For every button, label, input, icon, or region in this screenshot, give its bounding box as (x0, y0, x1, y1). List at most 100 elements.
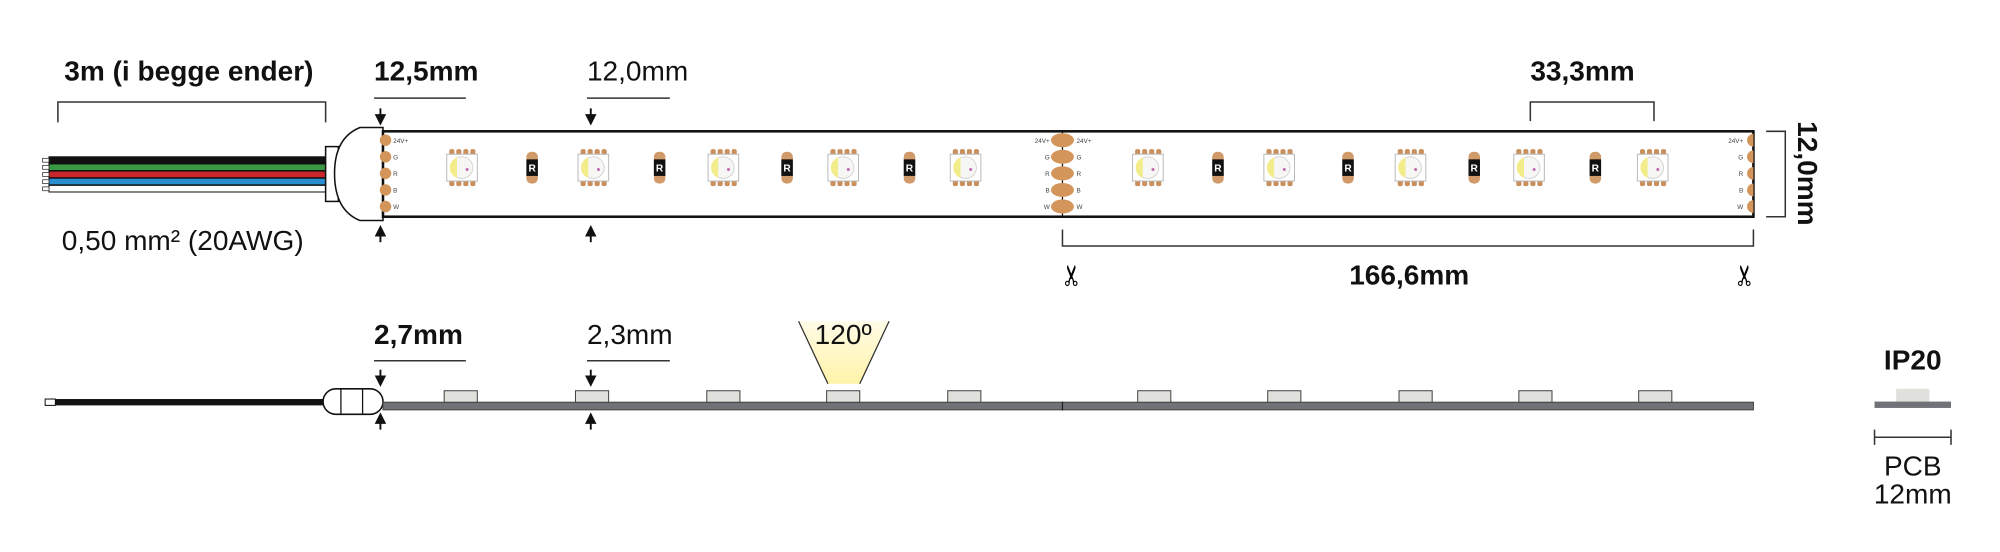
pcb-width-label: 12mm (1874, 479, 1952, 510)
cable-wires (42, 156, 327, 193)
leds-side (443, 390, 1673, 403)
resistor: R (526, 151, 538, 184)
resistor-label: R (1471, 163, 1479, 174)
wire (48, 156, 327, 164)
resistor-label: R (1592, 163, 1600, 174)
led-rgb-die (1282, 168, 1286, 172)
led-height-label: 2,3mm (587, 319, 673, 350)
solder-pad (1050, 166, 1074, 181)
resistor-band (1212, 159, 1224, 176)
side-connector (322, 388, 384, 416)
led-pitch-bracket (1529, 101, 1655, 122)
led-side (574, 390, 610, 403)
led-side (443, 390, 478, 403)
dimension-arrows-top (374, 108, 597, 243)
led-warm-die (711, 157, 719, 178)
resistor-band (1468, 159, 1480, 176)
strip-width-label: 12,0mm (1792, 121, 1823, 225)
cable-spec-label: 0,50 mm² (20AWG) (62, 225, 304, 256)
pad-label: R (393, 171, 398, 178)
beam-edge (798, 320, 829, 384)
solder-pad (379, 134, 392, 146)
led-warm-die (1266, 157, 1275, 178)
led-side (826, 390, 861, 403)
ip-rating-label: IP20 (1884, 345, 1942, 376)
pad-label: G (1738, 154, 1743, 161)
led-rgb-die (1656, 168, 1660, 172)
cross-section-led (1896, 388, 1930, 402)
solder-pad (1050, 149, 1074, 164)
edge-margin-label: 12,5mm (374, 55, 478, 86)
pad-label: W (1737, 204, 1743, 211)
led-side (1137, 390, 1172, 403)
resistor: R (1589, 151, 1602, 184)
solder-pad (1050, 199, 1074, 214)
resistor-band (781, 159, 793, 176)
led-width-label: 12,0mm (587, 55, 688, 86)
led-side (1267, 390, 1302, 403)
led-pitch-label: 33,3mm (1530, 55, 1634, 86)
led-warm-die (1398, 157, 1406, 178)
pad-label: W (1044, 204, 1050, 211)
resistor-band (653, 159, 666, 176)
strip-height-label: 2,7mm (374, 319, 463, 350)
resistor-label: R (906, 163, 914, 174)
pad-label: R (1076, 171, 1081, 178)
led-side (947, 390, 982, 403)
led-rgb-die (969, 168, 973, 172)
led-chip (577, 149, 610, 187)
wire-pin (42, 186, 50, 192)
resistor-label: R (1344, 163, 1352, 174)
dimension-arrows-side (374, 369, 597, 430)
pad-label: B (1045, 187, 1049, 194)
pad-label: B (1739, 187, 1743, 194)
wire-pin (42, 172, 50, 177)
led-warm-die (1516, 157, 1524, 178)
beam-angle-label: 120º (815, 319, 872, 350)
connector-cap (333, 126, 384, 222)
resistor-label: R (1214, 163, 1222, 174)
strip-width-bracket (1766, 130, 1787, 218)
resistor-band (1589, 159, 1602, 176)
pad-label: R (1045, 171, 1050, 178)
cut-length-label: 166,6mm (1349, 259, 1469, 290)
wire (48, 184, 327, 193)
led-warm-die (1640, 157, 1648, 178)
led-chip (707, 149, 740, 187)
side-pcb (382, 401, 1754, 411)
wire-pin (42, 157, 50, 163)
resistor: R (1468, 151, 1480, 184)
led-side (1638, 390, 1673, 403)
pad-label: R (1739, 171, 1744, 178)
led-chip (1513, 149, 1545, 187)
led-rgb-die (846, 168, 850, 172)
led-rgb-die (465, 168, 469, 172)
solder-pad (1050, 133, 1074, 148)
beam-edge (859, 320, 890, 384)
solder-pad (379, 151, 392, 163)
led-warm-die (449, 157, 457, 178)
pcb-label: PCB (1884, 451, 1942, 482)
led-side (1518, 390, 1553, 403)
cross-section-pcb (1874, 401, 1952, 408)
led-chip (827, 149, 860, 187)
pad-label: 24V+ (393, 138, 408, 145)
pad-label: 24V+ (1035, 138, 1050, 145)
resistor-label: R (783, 163, 791, 174)
pad-label: 24V+ (1076, 138, 1091, 145)
resistor: R (1342, 151, 1354, 184)
resistor-band (526, 159, 538, 176)
led-warm-die (581, 157, 589, 178)
wire (48, 177, 327, 186)
led-rgb-die (726, 168, 730, 172)
solder-pad (1050, 182, 1074, 197)
led-chip (446, 149, 478, 187)
pcb-width-dimension (1873, 429, 1952, 445)
led-rgb-die (1151, 168, 1155, 172)
led-rgb-die (1414, 168, 1418, 172)
cable-length-bracket (57, 101, 327, 123)
led-side (1398, 390, 1433, 403)
